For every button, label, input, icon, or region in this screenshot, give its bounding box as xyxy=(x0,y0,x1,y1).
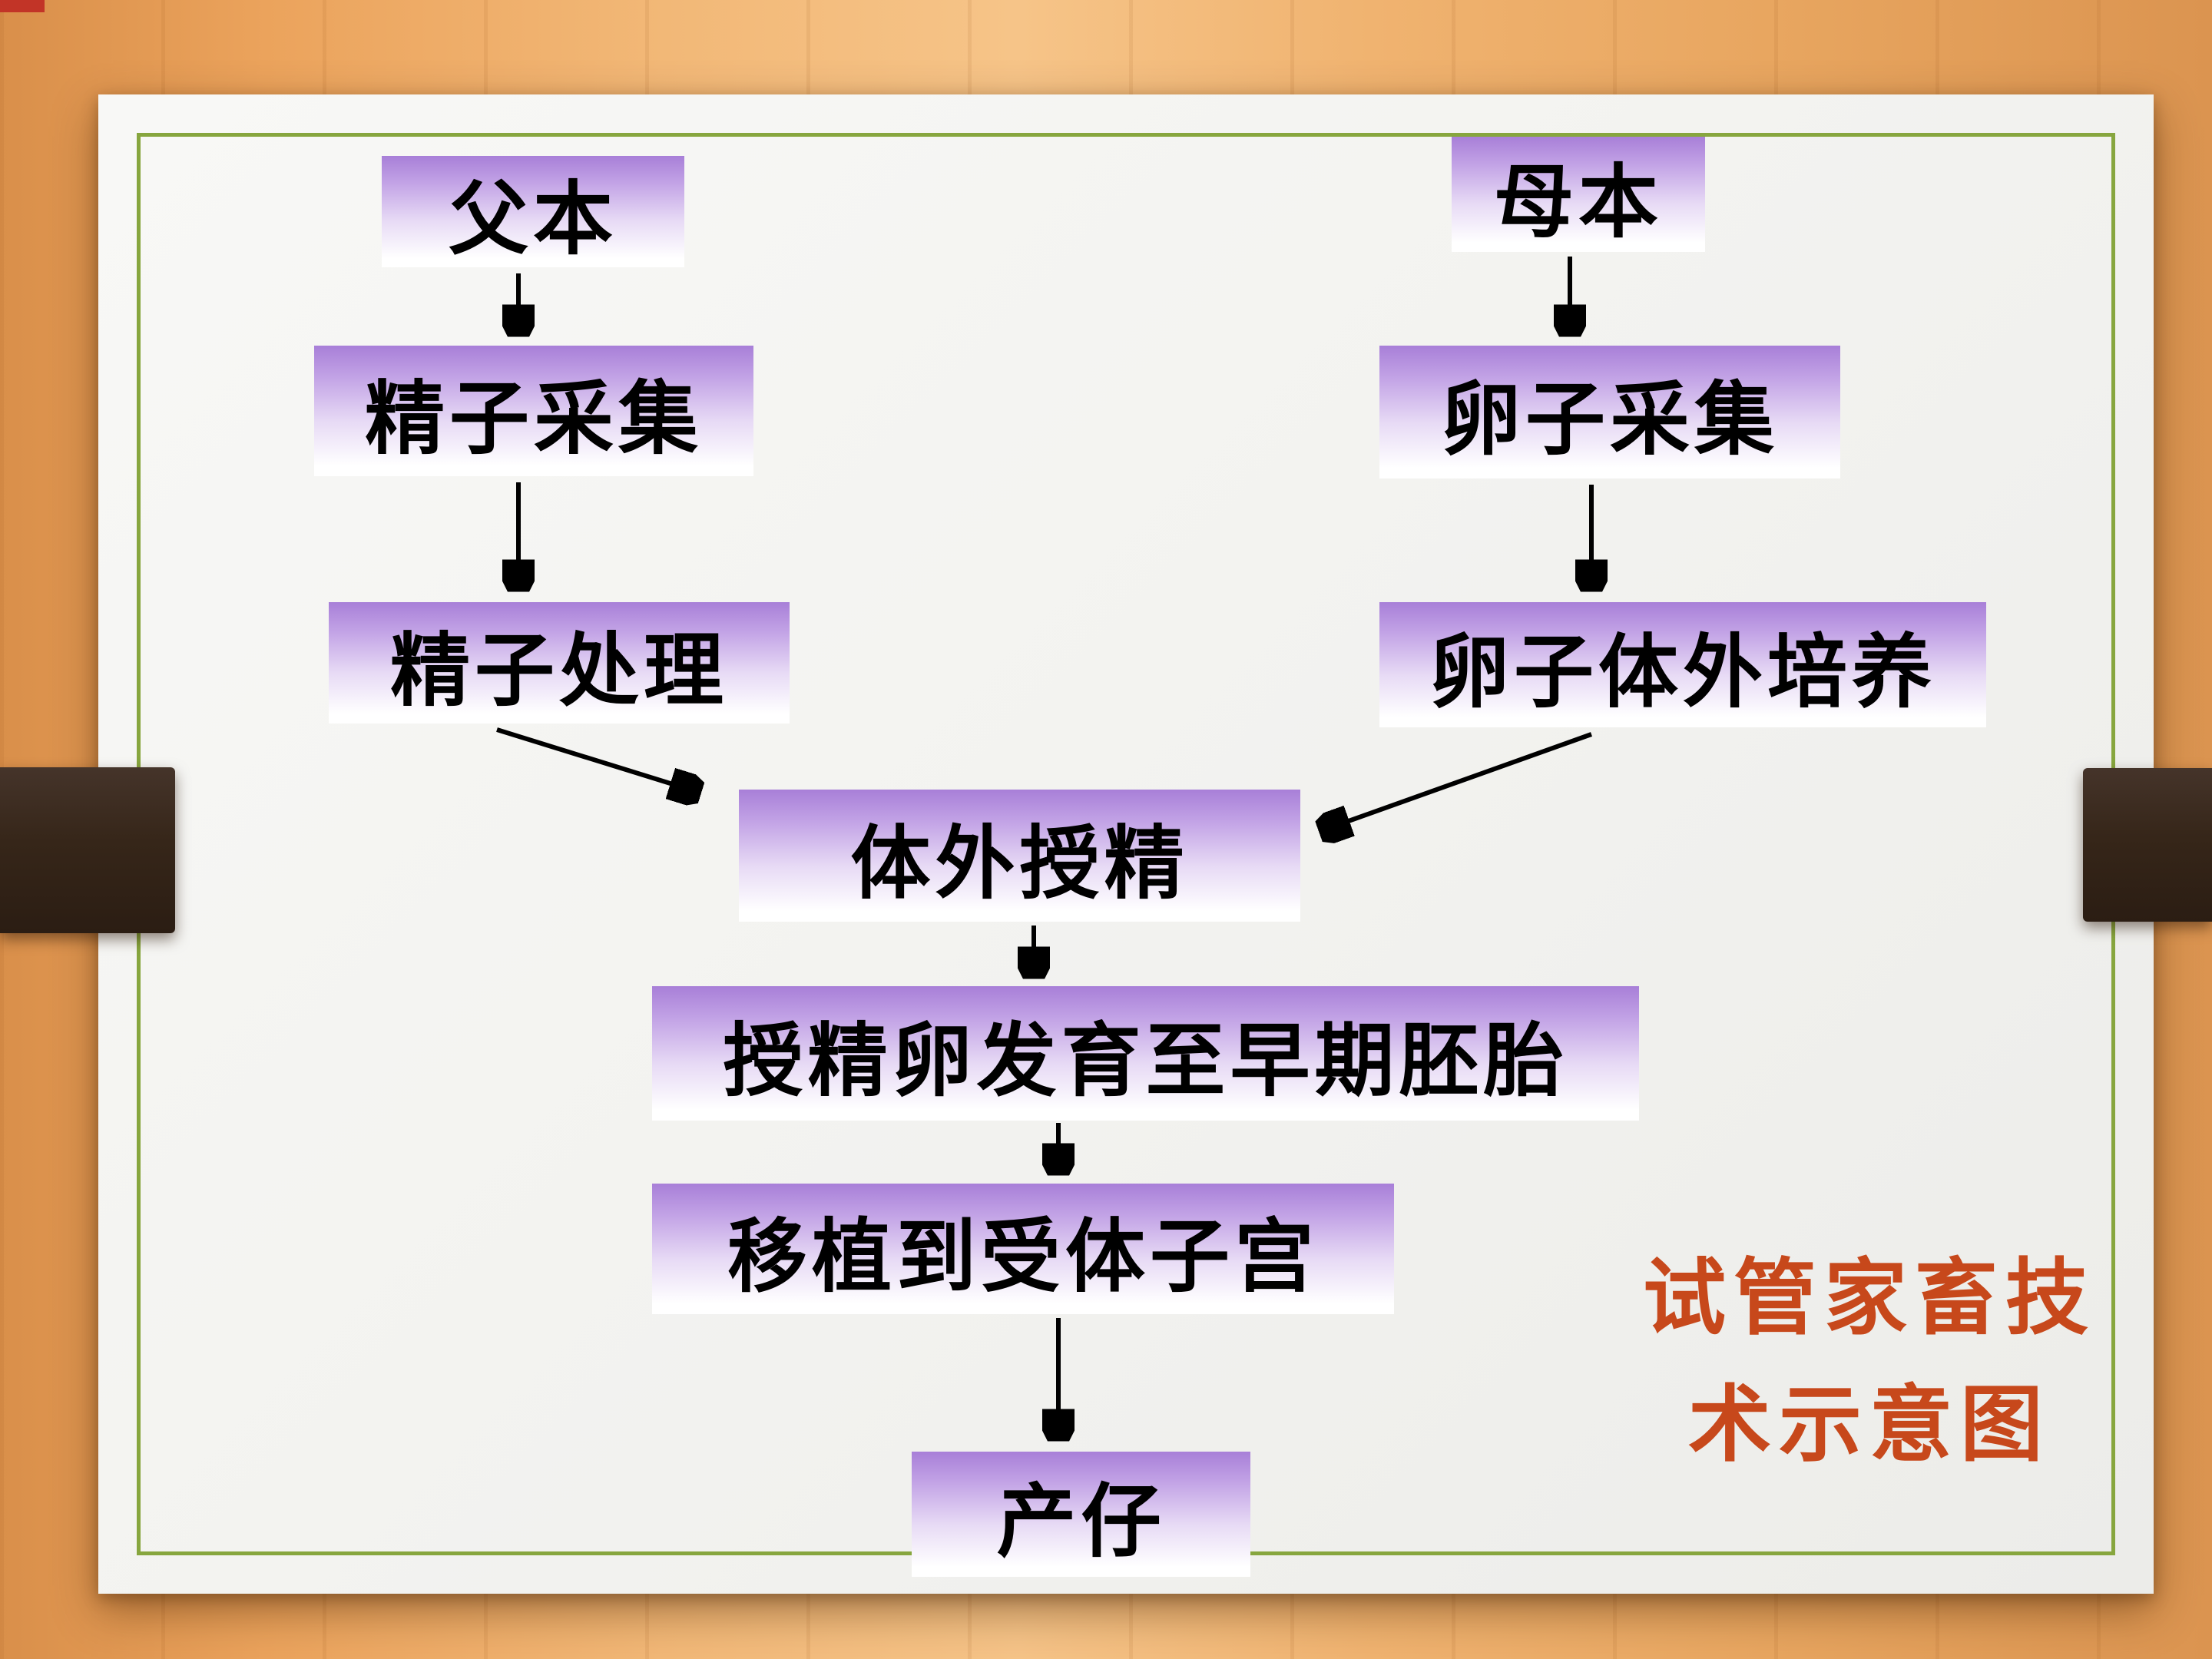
diagram-title: 试管家畜技 术示意图 xyxy=(1601,1235,2138,1488)
diagram-title-line-2: 术示意图 xyxy=(1687,1377,2051,1473)
diagram-title-line-1: 试管家畜技 xyxy=(1642,1250,2096,1346)
node-egg-culture: 卵子体外培养 xyxy=(1379,602,1986,727)
node-ivf: 体外授精 xyxy=(739,790,1300,922)
node-sperm-collection: 精子采集 xyxy=(314,346,753,476)
red-edge-artifact xyxy=(0,0,45,12)
right-mount-clip xyxy=(2083,768,2212,922)
left-mount-clip xyxy=(0,767,175,933)
node-birth: 产仔 xyxy=(912,1452,1250,1577)
node-father: 父本 xyxy=(382,156,684,267)
node-egg-collection: 卵子采集 xyxy=(1379,346,1840,478)
node-transfer: 移植到受体子宫 xyxy=(652,1184,1394,1314)
node-embryo: 授精卵发育至早期胚胎 xyxy=(652,986,1639,1121)
node-mother: 母本 xyxy=(1452,137,1705,252)
node-sperm-processing: 精子处理 xyxy=(329,602,790,724)
